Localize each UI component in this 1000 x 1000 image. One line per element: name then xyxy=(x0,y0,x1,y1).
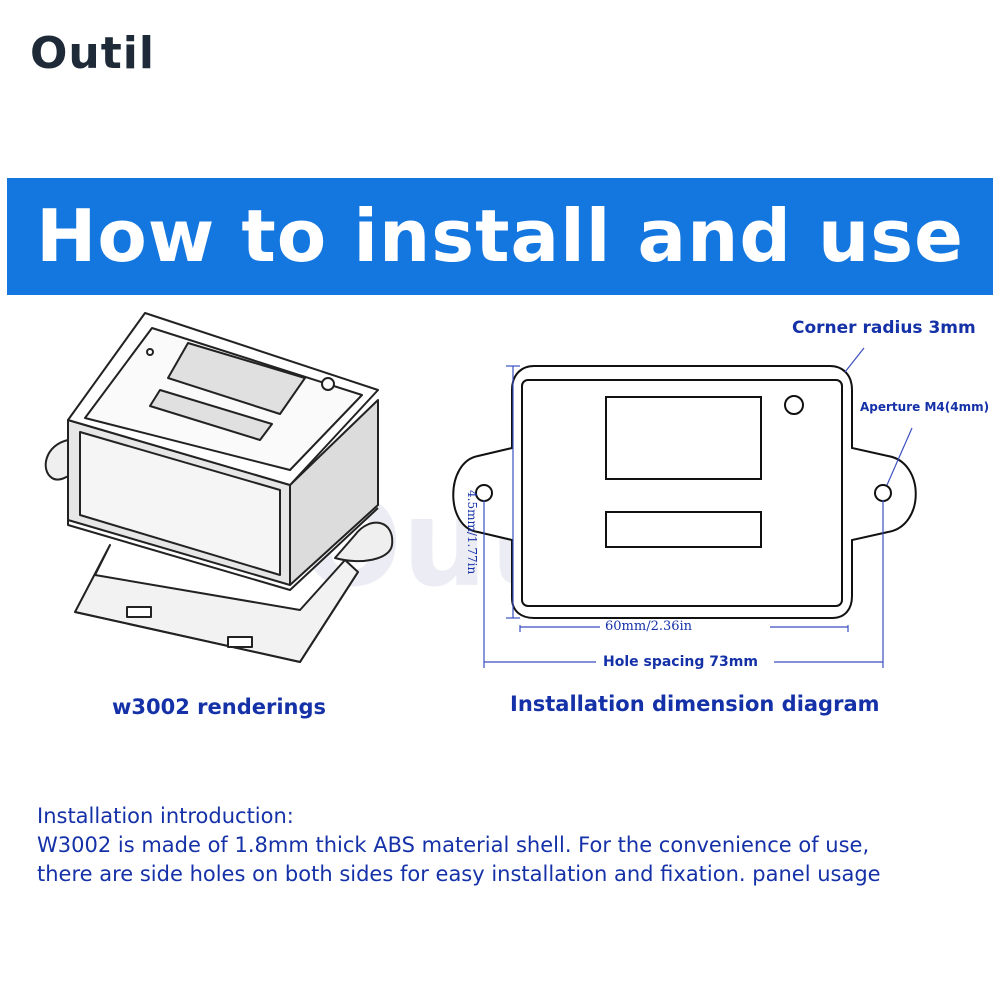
installation-intro: Installation introduction: W3002 is made… xyxy=(37,802,977,889)
intro-line-1: W3002 is made of 1.8mm thick ABS materia… xyxy=(37,833,870,857)
rendering-caption: w3002 renderings xyxy=(112,695,327,719)
height-dimension-label: 4.5mm/1.77in xyxy=(465,490,479,575)
intro-heading: Installation introduction: xyxy=(37,804,294,828)
indicator-hole xyxy=(784,395,804,415)
intro-line-2: there are side holes on both sides for e… xyxy=(37,862,881,886)
brand-logo: Outil xyxy=(30,28,155,79)
w3002-rendering xyxy=(44,312,394,663)
width-dimension-label: 60mm/2.36in xyxy=(605,619,693,634)
logo-text: Outil xyxy=(30,28,155,79)
diagram-caption: Installation dimension diagram xyxy=(510,692,880,716)
corner-radius-label: Corner radius 3mm xyxy=(792,318,976,338)
mount-hole-right xyxy=(874,484,892,502)
dimension-diagram xyxy=(452,347,917,668)
title-banner: How to install and use xyxy=(7,178,993,295)
hole-spacing-label: Hole spacing 73mm xyxy=(603,654,758,670)
banner-title: How to install and use xyxy=(36,194,964,278)
aperture-label: Aperture M4(4mm) xyxy=(860,400,990,414)
display-window-top xyxy=(605,396,762,480)
display-window-bottom xyxy=(605,511,762,548)
